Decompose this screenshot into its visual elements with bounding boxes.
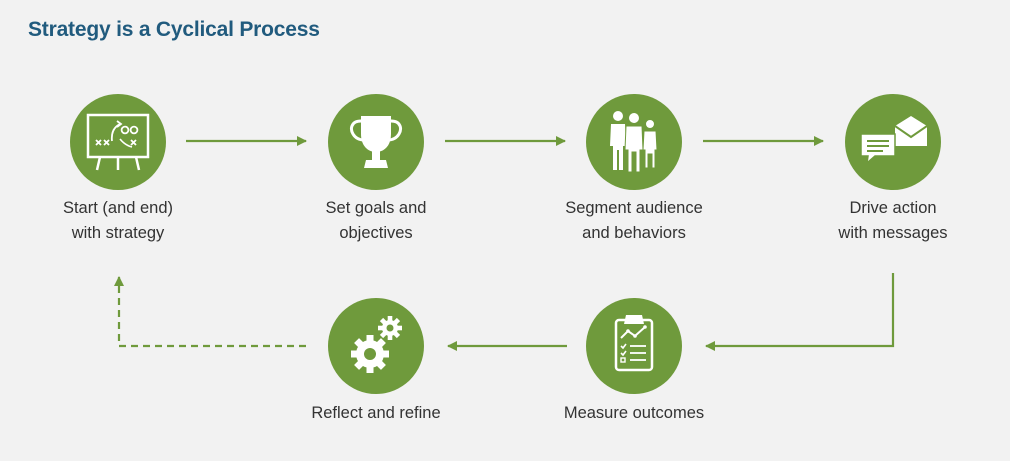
step-reflect-label: Reflect and refine [276,401,476,426]
step-start-circle [70,94,166,190]
step-reflect-label-line1: Reflect and refine [311,404,441,422]
step-reflect-circle [328,298,424,394]
step-messages-label-line1: Drive action [849,199,937,217]
step-segment-label-line2: and behaviors [582,224,686,242]
playbook-whiteboard-icon [86,113,150,171]
step-start-label-line2: with strategy [71,224,165,242]
step-messages-label-line2: with messages [838,224,948,242]
step-measure-label: Measure outcomes [534,401,734,426]
arrow-step4-to-step5 [705,273,895,351]
step-start-label-line1: Start (and end) [62,199,174,217]
step-measure-label-line1: Measure outcomes [563,404,705,422]
people-group-icon [610,111,658,173]
step-messages-circle [845,94,941,190]
step-goals-label-line1: Set goals and [325,199,427,217]
step-measure-circle [586,298,682,394]
messages-envelope-icon [860,116,928,165]
gears-icon [351,316,402,373]
trophy-icon [350,116,402,168]
page-title: Strategy is a Cyclical Process [28,18,320,41]
step-goals-label: Set goals and objectives [276,196,476,246]
step-goals-circle [328,94,424,190]
step-goals-label-line2: objectives [339,224,413,242]
step-start-label: Start (and end) with strategy [18,196,218,246]
step-segment-label-line1: Segment audience [565,199,703,217]
step-segment-circle [586,94,682,190]
clipboard-chart-icon [614,315,654,372]
step-segment-label: Segment audience and behaviors [534,196,734,246]
step-messages-label: Drive action with messages [793,196,993,246]
arrow-step6-to-step1-dashed [114,276,306,348]
